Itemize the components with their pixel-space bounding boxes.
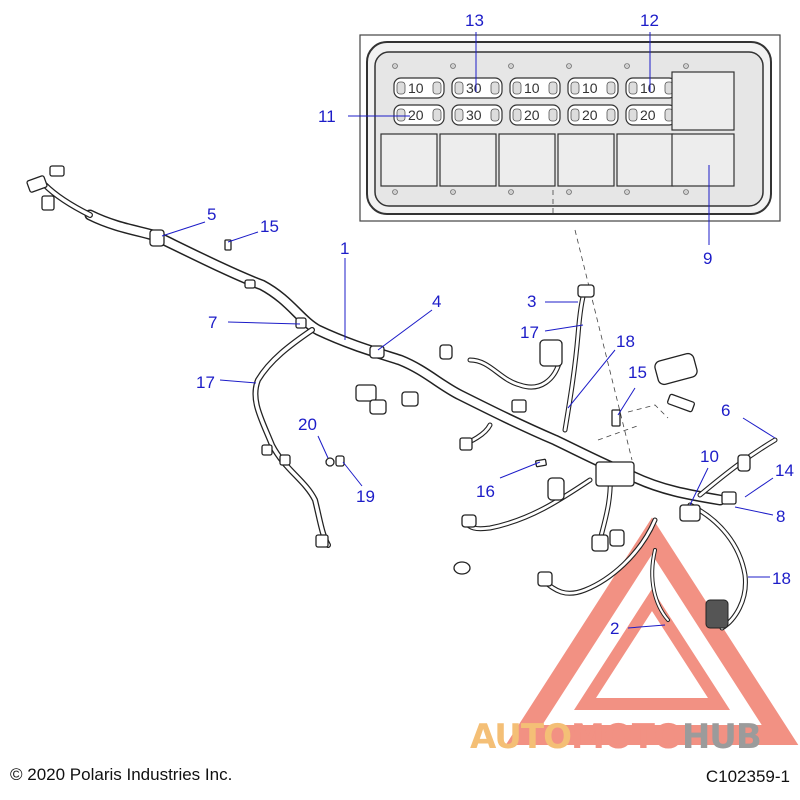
fuse-rating: 20	[408, 107, 424, 123]
callout-19: 19	[356, 487, 375, 506]
watermark-text-auto: AUTO	[470, 717, 571, 757]
fuse-rating: 10	[640, 80, 656, 96]
callout-10: 10	[700, 447, 719, 466]
watermark-text-hub: HUB	[682, 717, 761, 757]
callout-11: 11	[318, 107, 336, 126]
callout-7: 7	[208, 313, 217, 332]
callout-16: 16	[476, 482, 495, 501]
callout-18a: 18	[616, 332, 635, 351]
fuse-rating: 10	[524, 80, 540, 96]
svg-text:AUTOMOTOHUB: AUTOMOTOHUB	[470, 717, 761, 757]
callout-4: 4	[432, 292, 441, 311]
callout-labels: 1 2 3 4 5 6 7 8 9 10 11 12 13 14 15 15 1…	[196, 11, 794, 638]
callout-17a: 17	[196, 373, 215, 392]
callout-15a: 15	[260, 217, 279, 236]
fuse-rating: 10	[408, 80, 424, 96]
callout-1: 1	[340, 239, 349, 258]
fuse-rating: 20	[640, 107, 656, 123]
harness-connectors	[26, 165, 751, 629]
callout-20: 20	[298, 415, 317, 434]
callout-18b: 18	[772, 569, 791, 588]
fuse-row-top: 10 30 10 10 10	[393, 77, 677, 99]
callout-6: 6	[721, 401, 730, 420]
projection-lines	[552, 190, 669, 461]
fuse-rating: 20	[582, 107, 598, 123]
fuse-rating: 30	[466, 80, 482, 96]
callout-5: 5	[207, 205, 216, 224]
fuse-box-inset: 10 30 10 10 10 20 30 20 20 20	[359, 34, 781, 222]
fuse-rating: 30	[466, 107, 482, 123]
callout-3: 3	[527, 292, 536, 311]
callout-2: 2	[610, 619, 619, 638]
callout-9: 9	[703, 249, 712, 268]
fuse-rating: 10	[582, 80, 598, 96]
callout-15b: 15	[628, 363, 647, 382]
fuse-rating: 20	[524, 107, 540, 123]
callout-leaders	[161, 32, 776, 629]
fuse-row-bottom: 20 30 20 20 20	[393, 104, 677, 126]
callout-12: 12	[640, 11, 659, 30]
figure-id: C102359-1	[705, 767, 790, 786]
copyright-notice: © 2020 Polaris Industries Inc.	[10, 765, 233, 784]
callout-13: 13	[465, 11, 484, 30]
callout-8: 8	[776, 507, 785, 526]
relay-sockets	[380, 71, 735, 187]
watermark-text-moto: MOTO	[571, 717, 682, 757]
watermark-logo: AUTOMOTOHUB	[470, 517, 799, 757]
callout-17b: 17	[520, 323, 539, 342]
callout-14: 14	[775, 461, 794, 480]
